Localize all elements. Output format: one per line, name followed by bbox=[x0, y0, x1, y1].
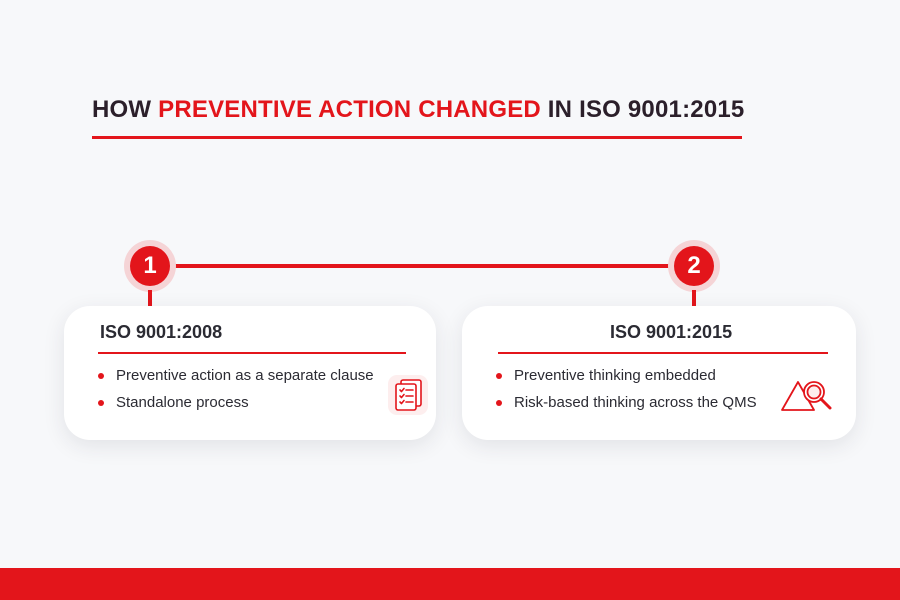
card-iso-2015: ISO 9001:2015 Preventive thinking embedd… bbox=[462, 306, 856, 440]
bullet-text: Preventive action as a separate clause bbox=[116, 367, 374, 384]
title-underline bbox=[92, 136, 742, 139]
bullet-dot bbox=[496, 400, 502, 406]
timeline-connector bbox=[148, 264, 694, 268]
checklist-document-icon bbox=[387, 374, 429, 416]
step-1-marker: 1 bbox=[124, 240, 176, 292]
step-2-stem bbox=[692, 290, 696, 306]
list-item: Standalone process bbox=[98, 389, 374, 416]
step-2-number: 2 bbox=[674, 246, 714, 286]
bullet-list: Preventive thinking embedded Risk-based … bbox=[496, 362, 757, 416]
step-1-stem bbox=[148, 290, 152, 306]
bullet-text: Risk-based thinking across the QMS bbox=[514, 394, 757, 411]
card-rule bbox=[98, 352, 406, 354]
bullet-dot bbox=[98, 400, 104, 406]
title-part-2: IN ISO 9001:2015 bbox=[540, 96, 745, 123]
bullet-text: Standalone process bbox=[116, 394, 249, 411]
list-item: Preventive thinking embedded bbox=[496, 362, 757, 389]
page-title: HOW PREVENTIVE ACTION CHANGED IN ISO 900… bbox=[92, 96, 744, 124]
title-part-1: HOW bbox=[92, 96, 159, 123]
title-accent: PREVENTIVE ACTION CHANGED bbox=[158, 96, 541, 123]
warning-magnifier-icon bbox=[778, 376, 838, 416]
list-item: Preventive action as a separate clause bbox=[98, 362, 374, 389]
card-iso-2008: ISO 9001:2008 Preventive action as a sep… bbox=[64, 306, 436, 440]
card-heading: ISO 9001:2015 bbox=[610, 322, 733, 342]
bullet-dot bbox=[98, 373, 104, 379]
list-item: Risk-based thinking across the QMS bbox=[496, 389, 757, 416]
footer-bar bbox=[0, 568, 900, 600]
card-heading: ISO 9001:2008 bbox=[100, 322, 223, 342]
bullet-dot bbox=[496, 373, 502, 379]
bullet-text: Preventive thinking embedded bbox=[514, 367, 716, 384]
card-rule bbox=[498, 352, 828, 354]
step-1-number: 1 bbox=[130, 246, 170, 286]
bullet-list: Preventive action as a separate clause S… bbox=[98, 362, 374, 416]
step-2-marker: 2 bbox=[668, 240, 720, 292]
